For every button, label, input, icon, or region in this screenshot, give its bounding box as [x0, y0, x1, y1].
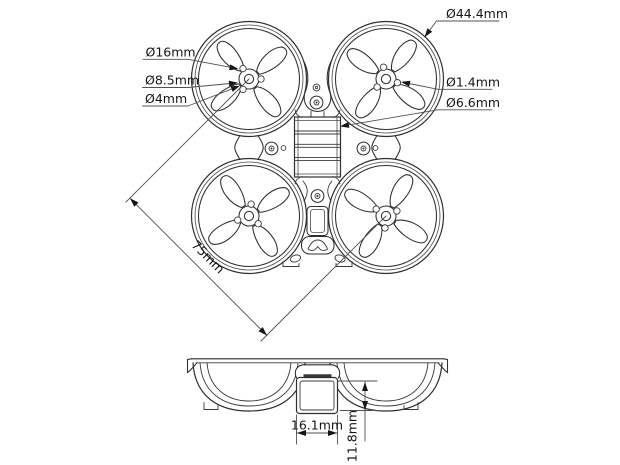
center-pod [294, 364, 341, 415]
dimension-dia-16mm: Ø16mm [142, 45, 240, 72]
top-screw-hole [312, 83, 321, 92]
dimension-label: 16.1mm [291, 418, 343, 433]
dimension-label: Ø44.4mm [446, 6, 508, 21]
battery-bay [295, 376, 339, 415]
side-view [186, 358, 449, 415]
center-body [264, 60, 379, 267]
dimension-11-8mm: 11.8mm [337, 380, 378, 462]
dimension-label: Ø8.5mm [145, 73, 199, 88]
dimension-label: Ø6.6mm [446, 95, 500, 110]
dimension-dia-8-5mm: Ø8.5mm [142, 73, 239, 88]
top-view [190, 20, 445, 275]
right-standoff [356, 141, 371, 156]
top-plate [186, 358, 449, 374]
top-standoff [309, 95, 324, 110]
camera-mount [306, 205, 329, 237]
dimension-dia-6-6mm: Ø6.6mm [339, 95, 500, 130]
dimension-label: Ø16mm [146, 45, 196, 60]
dimension-label: Ø4mm [145, 91, 187, 106]
left-standoff [264, 141, 279, 156]
dimension-label: Ø1.4mm [446, 75, 500, 90]
duct-webs [234, 134, 401, 161]
dimension-16-1mm: 16.1mm [291, 414, 343, 445]
dimension-dia-4mm: Ø4mm [142, 82, 242, 107]
bottom-standoff [310, 189, 325, 203]
dimension-label: 11.8mm [345, 410, 360, 462]
battery-tray [293, 116, 342, 178]
dimension-dia-44-4mm: Ø44.4mm [422, 6, 508, 40]
dimension-dia-1-4mm: Ø1.4mm [400, 75, 500, 90]
